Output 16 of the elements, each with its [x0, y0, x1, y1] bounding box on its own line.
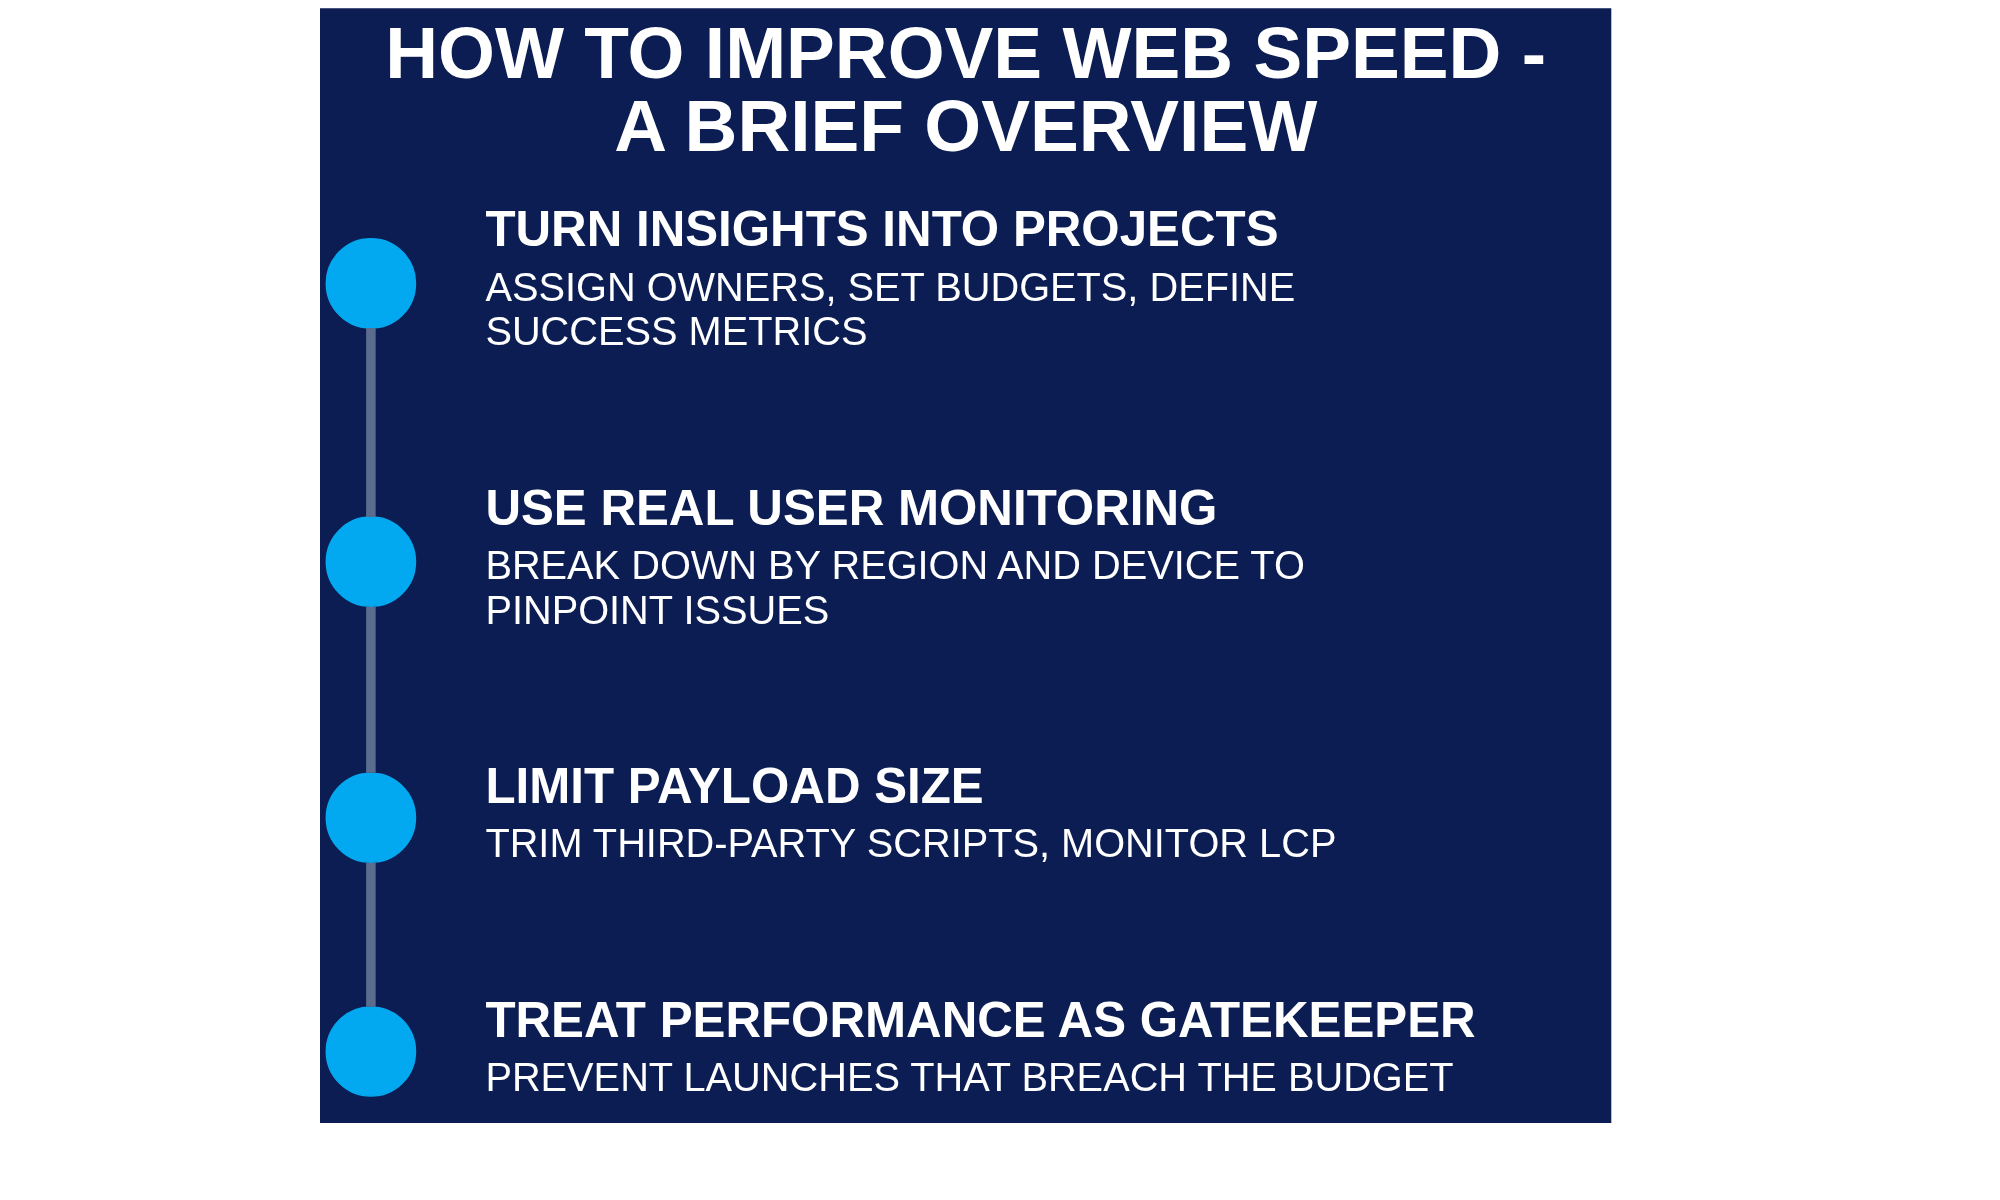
node-label: LIMIT PAYLOAD SIZE	[485, 758, 984, 814]
node-circle	[325, 1006, 417, 1097]
connector	[366, 862, 376, 1007]
node-label: USE REAL USER MONITORING	[485, 479, 1218, 535]
diagram-title: HOW TO IMPROVE WEB SPEED - A BRIEF OVERVIEW	[385, 11, 1547, 168]
node-circle	[325, 516, 417, 607]
node-label: TRIM THIRD-PARTY SCRIPTS, MONITOR LCP	[485, 821, 1337, 866]
node-label: ASSIGN OWNERS, SET BUDGETS, DEFINE SUCCESS METRICS	[485, 264, 1296, 354]
node-label: TURN INSIGHTS INTO PROJECTS	[485, 201, 1279, 257]
node-label: BREAK DOWN BY REGION AND DEVICE TO PINPOINT ISSUES	[485, 543, 1305, 632]
node-label: TREAT PERFORMANCE AS GATEKEEPER	[485, 991, 1476, 1047]
node-circle	[325, 238, 417, 329]
node-label: PREVENT LAUNCHES THAT BREACH THE BUDGET	[485, 1055, 1454, 1100]
connector	[366, 606, 376, 773]
node-circle	[325, 772, 417, 864]
connector	[366, 327, 376, 517]
